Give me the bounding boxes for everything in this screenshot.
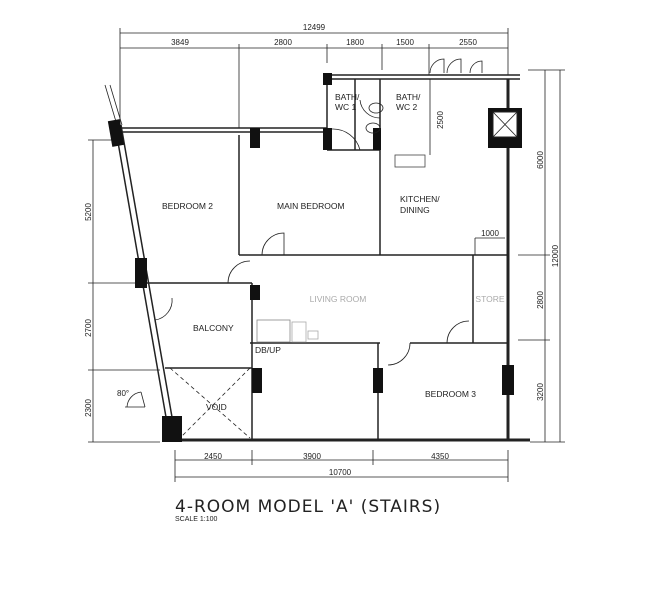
label-store: STORE bbox=[475, 294, 504, 304]
dim-top-3: 1800 bbox=[346, 38, 364, 47]
dim-left-2: 2700 bbox=[84, 319, 93, 337]
dim-right-overall: 12000 bbox=[551, 244, 560, 267]
label-balcony: BALCONY bbox=[193, 323, 234, 333]
dim-top-overall: 12499 bbox=[303, 23, 326, 32]
fixtures bbox=[256, 102, 426, 343]
dim-left-1: 5200 bbox=[84, 203, 93, 221]
angle-arc bbox=[126, 391, 142, 408]
dim-top-1: 3849 bbox=[171, 38, 189, 47]
angle-label: 80° bbox=[117, 389, 129, 398]
plan-scale: SCALE 1:100 bbox=[175, 516, 218, 523]
label-bath2-wc: WC 2 bbox=[396, 102, 418, 112]
label-db-up: DB/UP bbox=[255, 345, 281, 355]
label-bedroom-2: BEDROOM 2 bbox=[162, 201, 213, 211]
dim-top-4: 1500 bbox=[396, 38, 414, 47]
plan-title: 4-ROOM MODEL 'A' (STAIRS) bbox=[175, 497, 441, 517]
doors bbox=[154, 58, 483, 366]
dim-bottom-1: 2450 bbox=[204, 452, 222, 461]
label-main-bedroom: MAIN BEDROOM bbox=[277, 201, 345, 211]
dim-top-2: 2800 bbox=[274, 38, 292, 47]
label-bath2: BATH/ bbox=[396, 92, 421, 102]
bottom-dimensions: 2450 3900 4350 10700 bbox=[174, 450, 509, 482]
label-bath1-wc: WC 1 bbox=[335, 102, 357, 112]
room-labels: BATH/ WC 1 BATH/ WC 2 2500 BEDROOM 2 MAI… bbox=[162, 79, 505, 412]
label-bedroom-3: BEDROOM 3 bbox=[425, 389, 476, 399]
dim-right-3: 3200 bbox=[536, 383, 545, 401]
label-living-room: LIVING ROOM bbox=[310, 294, 367, 304]
walls bbox=[104, 74, 530, 442]
dim-bath-depth: 2500 bbox=[436, 111, 445, 129]
label-kitchen: KITCHEN/ bbox=[400, 194, 440, 204]
label-dining: DINING bbox=[400, 205, 430, 215]
dim-left-3: 2300 bbox=[84, 399, 93, 417]
right-dimensions: 6000 2800 3200 12000 bbox=[518, 69, 565, 443]
label-bath1: BATH/ bbox=[335, 92, 360, 102]
columns bbox=[107, 73, 522, 442]
dim-bottom-overall: 10700 bbox=[329, 468, 352, 477]
dim-right-2: 2800 bbox=[536, 291, 545, 309]
dim-bottom-3: 4350 bbox=[431, 452, 449, 461]
dim-right-1: 6000 bbox=[536, 151, 545, 169]
label-void: VOID bbox=[206, 402, 227, 412]
left-dimensions: 5200 2700 2300 80° bbox=[84, 139, 160, 443]
dim-top-5: 2550 bbox=[459, 38, 477, 47]
dim-kitchen-store: 1000 bbox=[481, 229, 499, 238]
top-dimensions: 12499 3849 2800 1800 1500 2550 bbox=[119, 23, 509, 128]
dim-bottom-2: 3900 bbox=[303, 452, 321, 461]
